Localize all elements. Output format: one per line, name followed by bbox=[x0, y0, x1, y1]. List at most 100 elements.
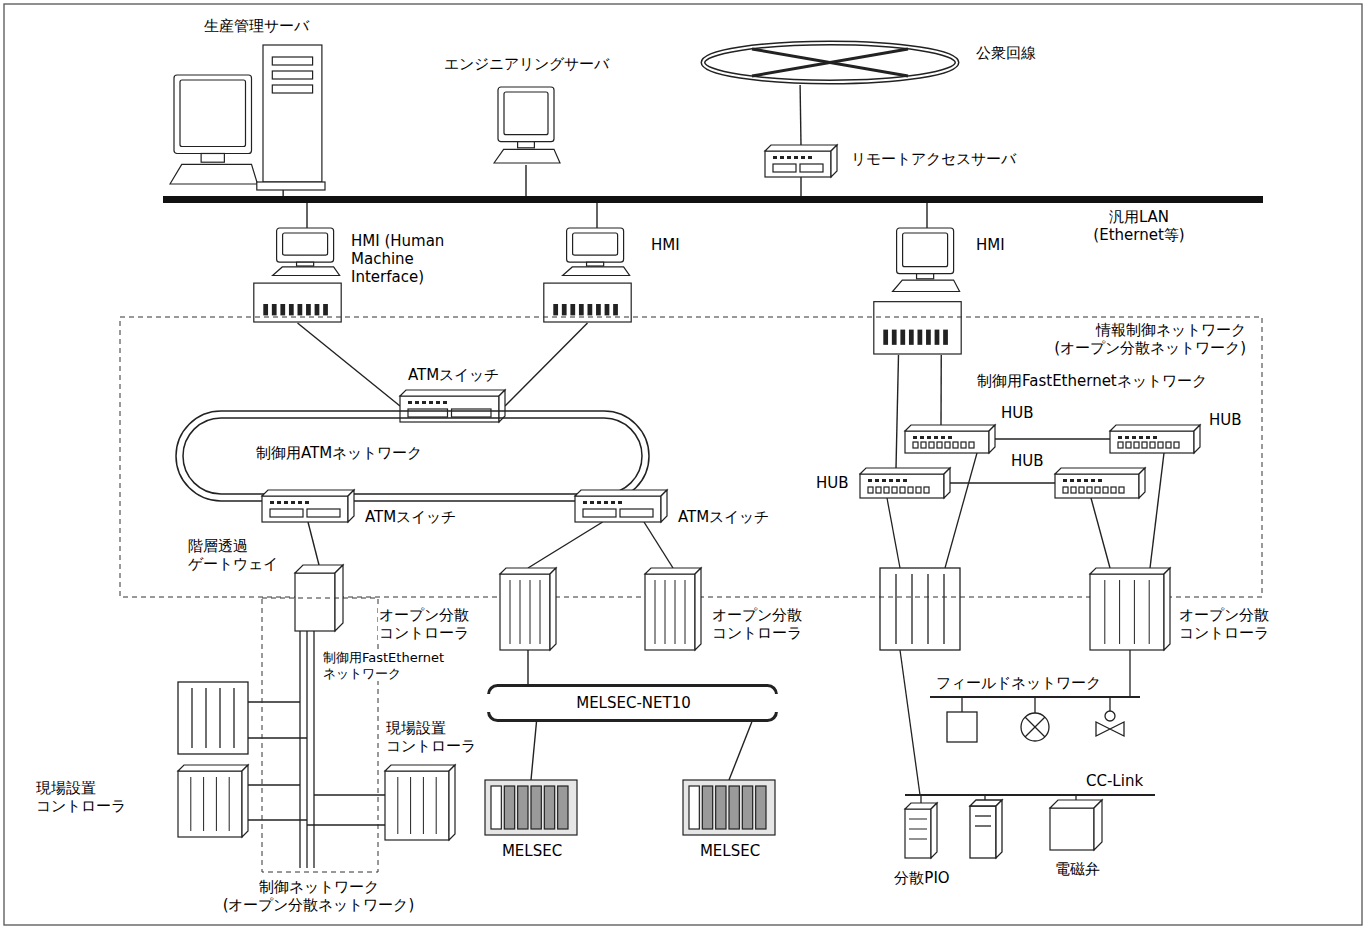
status-led bbox=[429, 401, 433, 404]
rack-slot bbox=[229, 777, 230, 831]
node-label: MELSEC bbox=[683, 842, 777, 860]
rack-slot bbox=[423, 777, 424, 834]
node-label: オープン分散 コントローラ bbox=[378, 606, 492, 642]
port bbox=[921, 442, 926, 448]
node-label: HUB bbox=[1000, 404, 1047, 422]
vent-slot bbox=[596, 304, 601, 315]
lan-bus-icon bbox=[163, 196, 1263, 203]
rack-case bbox=[645, 574, 695, 650]
port bbox=[884, 487, 889, 493]
ring-outer bbox=[176, 411, 649, 501]
keyboard bbox=[273, 267, 340, 276]
status-led bbox=[277, 501, 281, 504]
vent-slot bbox=[605, 304, 610, 315]
module-slot bbox=[800, 164, 823, 172]
keyboard bbox=[170, 164, 258, 184]
wire bbox=[1034, 697, 1035, 713]
network-link bbox=[799, 85, 801, 145]
device-case-side bbox=[944, 468, 950, 498]
hub-box: HUB bbox=[905, 425, 995, 453]
node-label: リモートアクセスサーバ bbox=[850, 150, 1042, 168]
wire bbox=[945, 453, 977, 568]
vent-slot bbox=[909, 330, 914, 345]
monitor-case bbox=[567, 228, 624, 262]
bus-line bbox=[306, 631, 307, 868]
node-label: HUB bbox=[1208, 411, 1255, 429]
network-link bbox=[644, 522, 673, 568]
network-label: CC-Link bbox=[1085, 772, 1167, 790]
server-computer: 生産管理サーバ bbox=[170, 45, 325, 190]
hmi-terminal: HMI bbox=[540, 228, 635, 323]
rack-slot bbox=[190, 777, 191, 831]
status-led bbox=[408, 401, 412, 404]
status-led bbox=[1070, 479, 1074, 482]
port bbox=[908, 487, 913, 493]
node-label: HMI bbox=[975, 236, 1037, 254]
node-label: エンジニアリングサーバ bbox=[435, 55, 617, 73]
status-led bbox=[780, 156, 784, 159]
rack-case bbox=[1090, 574, 1164, 650]
node-label: MELSEC-NET10 bbox=[487, 694, 780, 712]
hub-box-icon bbox=[905, 425, 995, 453]
rack-slot bbox=[685, 580, 686, 644]
vent-slot bbox=[272, 304, 277, 315]
status-led bbox=[913, 436, 917, 439]
monitor-stand bbox=[518, 142, 535, 148]
monitor-screen bbox=[180, 80, 246, 146]
rack-slot bbox=[655, 580, 656, 644]
status-led bbox=[868, 479, 872, 482]
status-led bbox=[1125, 436, 1129, 439]
network-link bbox=[926, 203, 927, 228]
node-label: オープン分散 コントローラ bbox=[1178, 606, 1280, 642]
rack-slot bbox=[219, 688, 220, 748]
pio-case-side bbox=[931, 803, 937, 858]
rack-slot bbox=[233, 688, 234, 748]
plc-unit-icon bbox=[485, 780, 577, 835]
status-led bbox=[927, 436, 931, 439]
rack-case-side bbox=[449, 765, 455, 840]
bus-branch bbox=[314, 794, 385, 795]
bus-branch bbox=[307, 824, 385, 825]
drive-slot bbox=[272, 71, 312, 79]
workstation-icon bbox=[490, 85, 562, 165]
status-led bbox=[787, 156, 791, 159]
rack-case-top bbox=[1090, 568, 1170, 574]
controller-rack: オープン分散 コントローラ bbox=[645, 568, 701, 650]
node-label: ATMスイッチ bbox=[677, 508, 789, 526]
port bbox=[1134, 442, 1139, 448]
rack-slot bbox=[943, 574, 944, 644]
pio-stripe bbox=[909, 819, 927, 820]
device-case bbox=[765, 151, 831, 177]
plc-module bbox=[558, 786, 568, 829]
port bbox=[1119, 487, 1124, 493]
port bbox=[1158, 442, 1163, 448]
status-led bbox=[590, 501, 594, 504]
controller-rack: オープン分散 コントローラ bbox=[500, 568, 556, 650]
rack-case-side bbox=[1164, 568, 1170, 650]
vent-slot bbox=[570, 304, 575, 315]
status-led bbox=[1098, 479, 1102, 482]
network-region: 制御ネットワーク (オープン分散ネットワーク) bbox=[262, 598, 378, 872]
device-case-top bbox=[1110, 425, 1200, 431]
cube-top bbox=[1050, 800, 1102, 808]
node-label: HMI (Human Machine Interface) bbox=[350, 232, 477, 286]
desk-unit bbox=[544, 283, 631, 322]
keyboard bbox=[893, 280, 960, 291]
device-case-side bbox=[1139, 468, 1145, 498]
ring-inner bbox=[183, 418, 642, 494]
port bbox=[945, 442, 950, 448]
plc-module bbox=[491, 786, 501, 829]
port bbox=[1063, 487, 1068, 493]
bus-line bbox=[313, 631, 314, 868]
network-link bbox=[527, 650, 528, 684]
monitor-case bbox=[174, 75, 252, 153]
network-link bbox=[525, 165, 526, 196]
status-led bbox=[808, 156, 812, 159]
controller-rack-icon bbox=[1090, 568, 1170, 650]
module-slot bbox=[452, 409, 492, 417]
plc-module bbox=[729, 786, 739, 829]
port bbox=[953, 442, 958, 448]
device-case-side bbox=[831, 145, 837, 177]
node-label: 汎用LAN (Ethernet等) bbox=[1078, 208, 1200, 244]
